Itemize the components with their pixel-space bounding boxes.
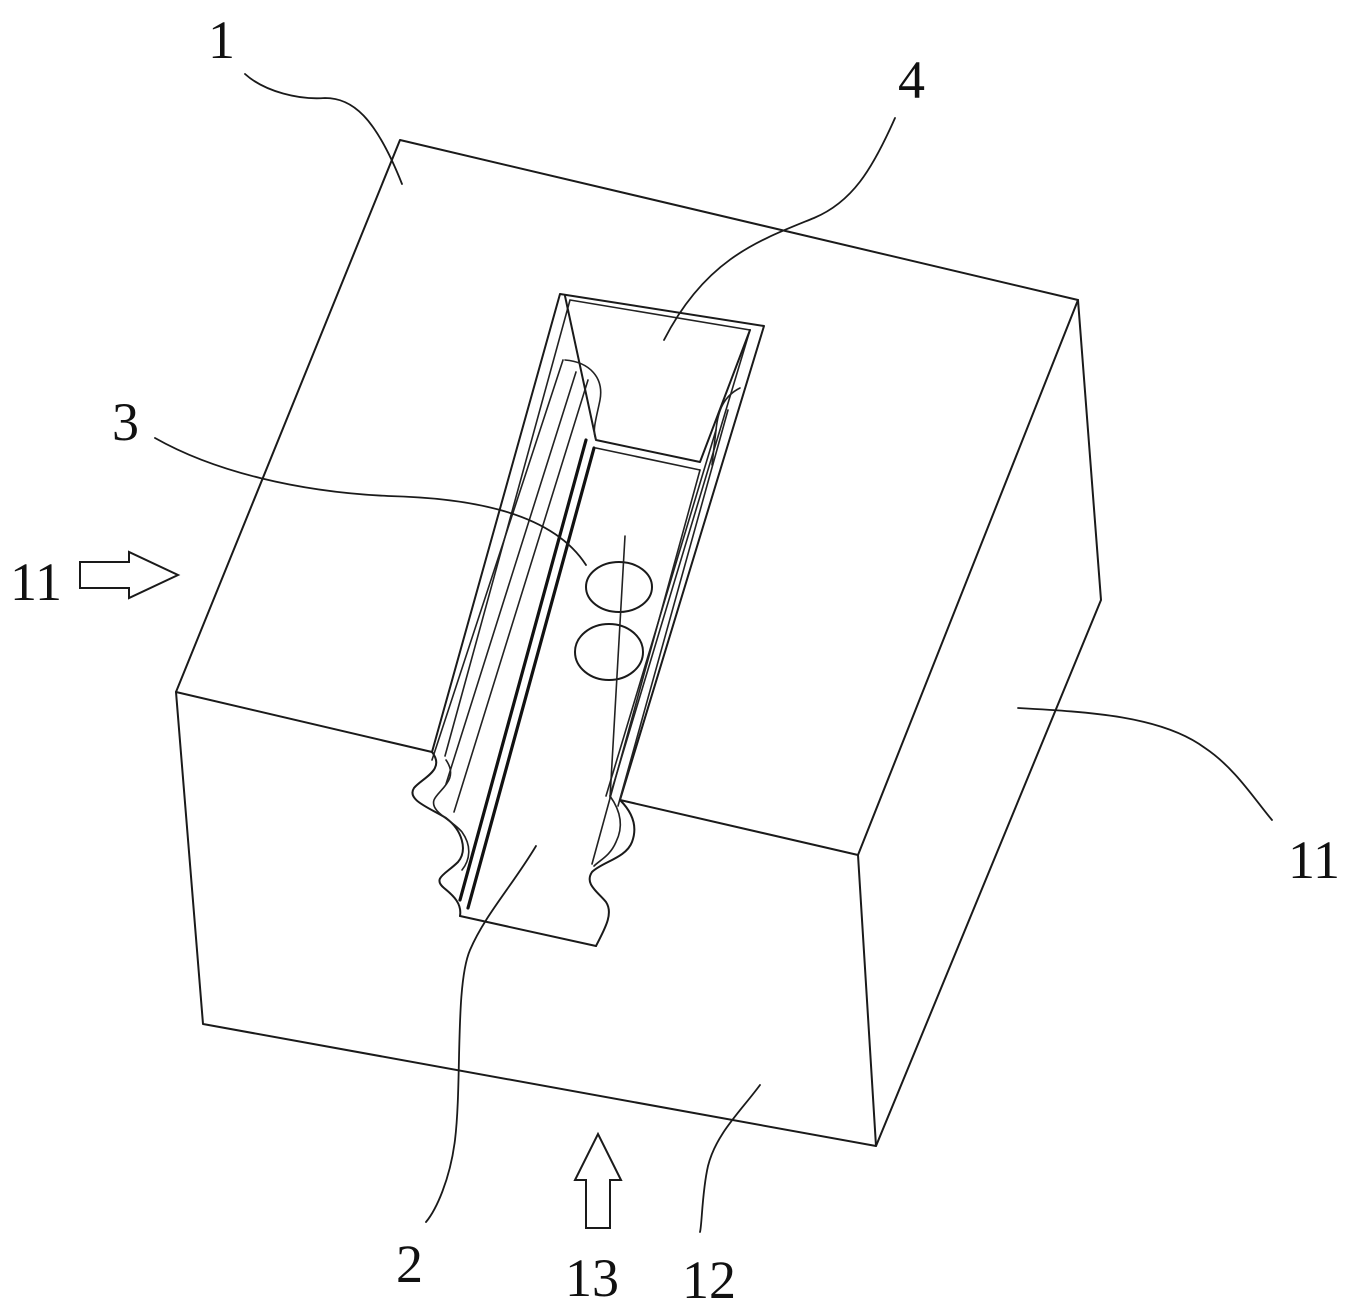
groove-front-profile-right [588, 799, 636, 947]
groove-rim [431, 293, 765, 801]
groove-front-profile-right-inner [593, 795, 622, 867]
end-piece-4 [564, 295, 751, 463]
groove-inner-rim [444, 299, 752, 797]
groove-front-profile-left [411, 751, 464, 917]
label-part-3: 3 [112, 392, 139, 452]
leader-3 [154, 437, 587, 566]
leader-11-right [1017, 707, 1273, 821]
block-front-face [175, 691, 877, 1147]
block-top-face [175, 139, 1079, 856]
groove-left-wall-top-profile [564, 359, 602, 441]
leader-2 [425, 845, 537, 1223]
part-3-circle-upper [585, 561, 653, 613]
block-top-front-edge-right [619, 799, 859, 856]
groove-left-wall-line-2 [458, 438, 588, 902]
leader-4 [663, 117, 896, 341]
label-part-11-right: 11 [1288, 830, 1340, 890]
label-part-4: 4 [898, 50, 925, 110]
arrow-13-up-pointing [573, 1131, 623, 1229]
groove-right-wall-line-2 [617, 409, 729, 807]
arrow-11-right-pointing [79, 550, 181, 600]
label-part-12: 12 [682, 1250, 736, 1310]
label-part-2: 2 [396, 1234, 423, 1294]
groove-left-wall-line-4 [445, 371, 577, 785]
reference-labels: 1 4 3 11 11 2 13 12 [10, 10, 1340, 1310]
groove [411, 293, 765, 947]
block-body [175, 139, 1102, 1147]
groove-front-profile-left-inner [432, 759, 470, 871]
part-3-circle-lower [574, 623, 644, 681]
leader-12 [699, 1084, 761, 1233]
leader-lines [154, 73, 1273, 1233]
groove-left-wall-line-1 [431, 359, 564, 761]
label-part-1: 1 [208, 10, 235, 70]
direction-arrows [79, 550, 623, 1229]
block-top-front-edge-left [175, 691, 433, 753]
groove-right-wall-line-3 [591, 469, 701, 865]
slider-2-bottom-edge [459, 915, 597, 947]
leader-1 [244, 73, 403, 185]
end-piece-4-divider [595, 447, 701, 471]
label-part-11-left: 11 [10, 552, 62, 612]
part-3-marker [574, 535, 653, 799]
part-3-axis [609, 535, 626, 799]
groove-left-wall-line-5 [453, 379, 589, 813]
label-part-13: 13 [565, 1248, 619, 1308]
block-right-face [875, 299, 1102, 1147]
groove-left-wall-line-3 [466, 446, 596, 910]
